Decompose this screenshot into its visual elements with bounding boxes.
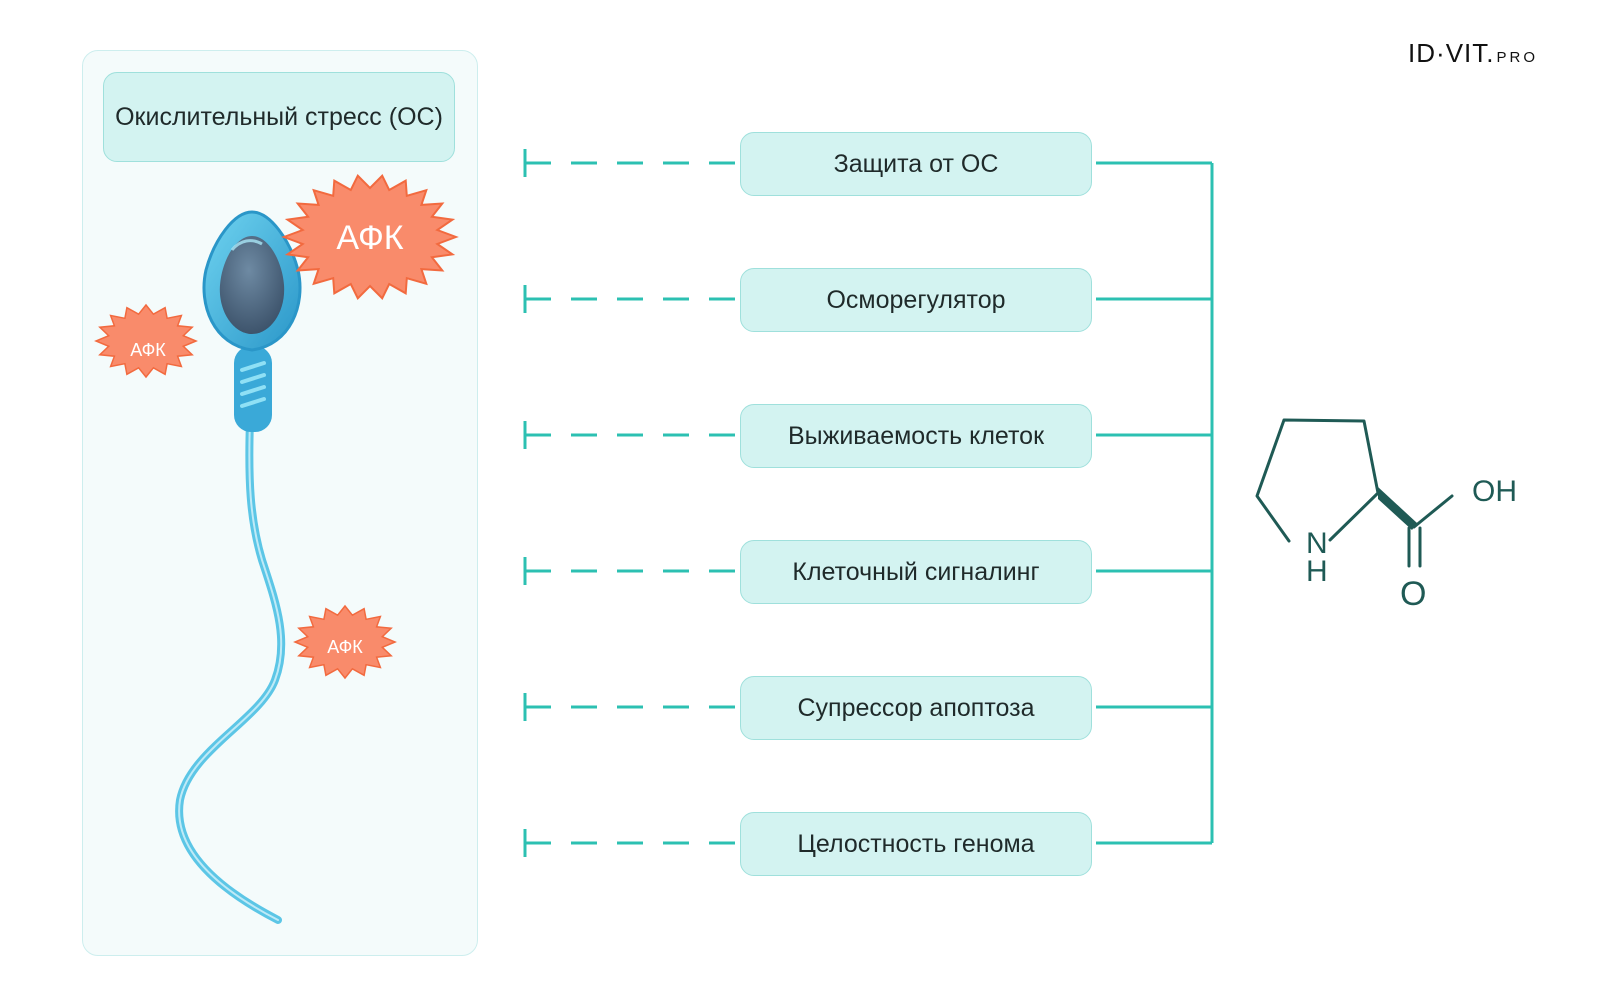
function-label: Супрессор апоптоза	[797, 693, 1035, 722]
molecule-o-label: O	[1400, 575, 1427, 613]
afk-burst-small-bottom	[293, 604, 397, 680]
sperm-tail	[175, 416, 286, 924]
molecule-n-label: N	[1306, 527, 1328, 560]
sperm-nucleus	[219, 236, 285, 334]
function-box-os-protection: Защита от ОС	[740, 132, 1092, 196]
burstLarge-shape	[281, 173, 459, 301]
oxidative-stress-box: Окислительный стресс (ОС)	[103, 72, 455, 162]
function-box-cell-signaling: Клеточный сигналинг	[740, 540, 1092, 604]
idvit-logo: ID·VIT.PRO	[1408, 38, 1538, 69]
function-label: Выживаемость клеток	[787, 421, 1045, 450]
connector-lines	[523, 149, 1214, 857]
afk-label-small-bottom: АФК	[327, 637, 363, 657]
function-label: Осморегулятор	[826, 285, 1006, 314]
logo-main: ID·VIT.	[1408, 38, 1495, 68]
afk-label-small-top: АФК	[130, 340, 166, 360]
function-box-cell-survival: Выживаемость клеток	[740, 404, 1092, 468]
molecule-h-label: H	[1306, 555, 1328, 588]
function-label: Клеточный сигналинг	[792, 557, 1040, 586]
function-label: Защита от ОС	[833, 149, 999, 178]
function-box-apoptosis-suppressor: Супрессор апоптоза	[740, 676, 1092, 740]
molecule-oh-label: OH	[1472, 475, 1517, 508]
afk-burst-large	[281, 173, 459, 301]
afk-label-large: АФК	[336, 219, 404, 257]
afk-burst-small-top	[94, 303, 198, 379]
function-label: Целостность генома	[797, 829, 1035, 858]
function-box-osmoregulator: Осморегулятор	[740, 268, 1092, 332]
logo-suffix: PRO	[1496, 49, 1538, 66]
oxidative-stress-label: Окислительный стресс (ОС)	[115, 103, 443, 131]
burstSmallBottom-shape	[293, 604, 397, 680]
burstSmallTop-shape	[94, 303, 198, 379]
proline-molecule	[1255, 418, 1454, 568]
function-box-genome-integrity: Целостность генома	[740, 812, 1092, 876]
